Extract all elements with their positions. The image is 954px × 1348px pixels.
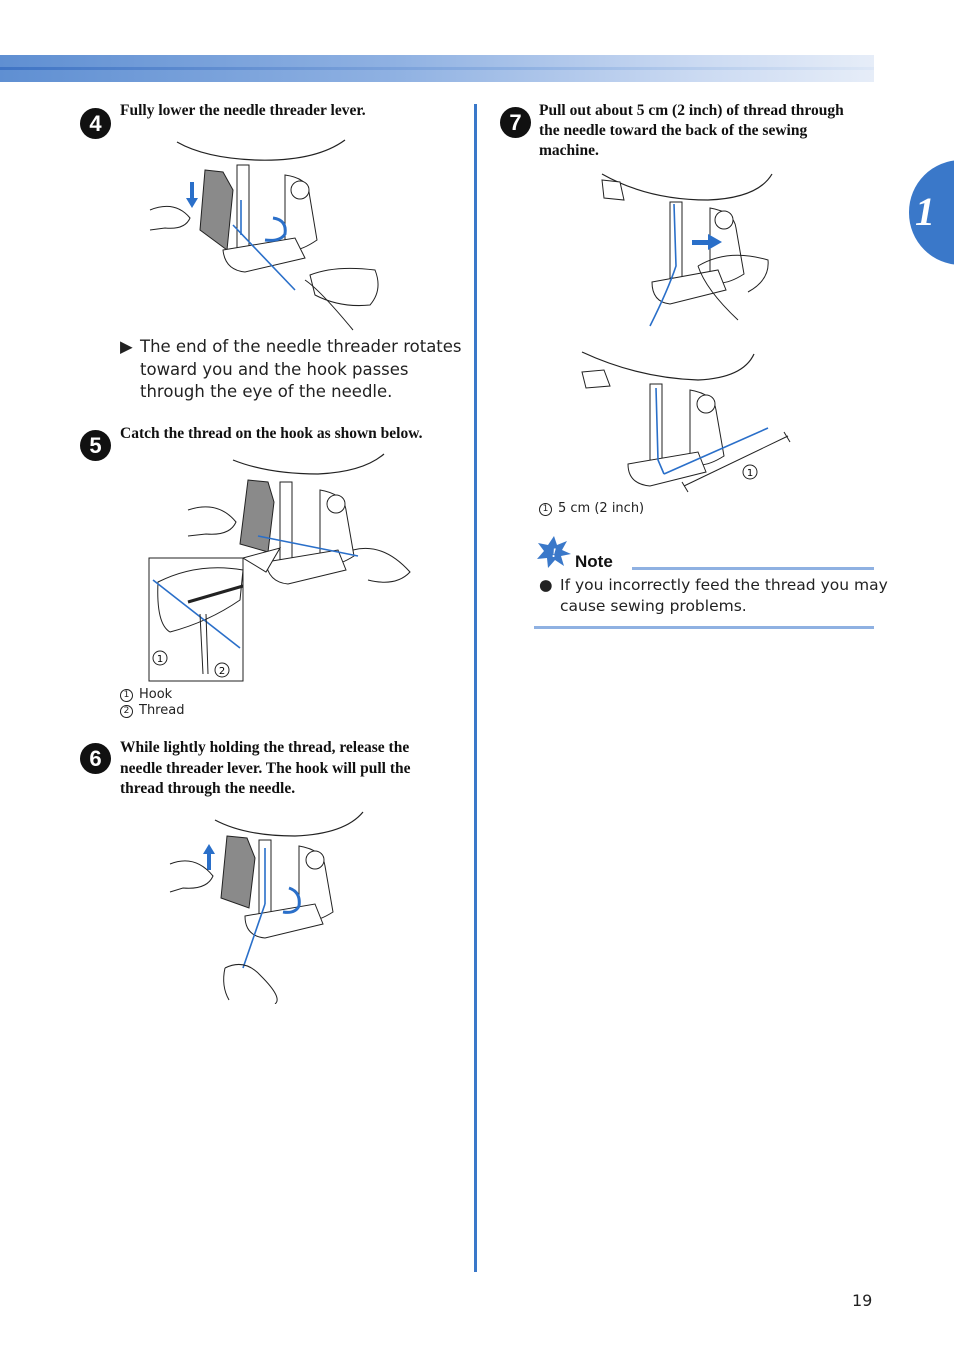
note-rule-bottom: [534, 626, 874, 629]
step-4-result-line-2: toward you and the hook passes: [140, 360, 409, 379]
note-title: Note: [575, 552, 613, 571]
step-7-instruction-line-3: machine.: [539, 142, 599, 159]
step-4-result-marker: ▶: [120, 337, 133, 356]
chapter-tab: 1: [909, 160, 954, 265]
legend-label-length: 5 cm (2 inch): [558, 501, 645, 516]
step-7-instruction-line-2: the needle toward the back of the sewing: [539, 122, 808, 139]
step-4-result-line-1: The end of the needle threader rotates: [140, 337, 462, 356]
svg-text:!: !: [551, 545, 556, 560]
step-number-4: 4: [80, 108, 111, 139]
step-number-6: 6: [80, 743, 111, 774]
callout-marker-2: 2: [120, 705, 133, 718]
lower-threader-lever-illustration: [149, 139, 379, 331]
step-7-instruction-line-1: Pull out about 5 cm (2 inch) of thread t…: [539, 102, 844, 119]
step-4-instruction: Fully lower the needle threader lever.: [120, 102, 366, 119]
svg-text:1: 1: [747, 468, 753, 479]
legend-label-thread: Thread: [139, 703, 185, 718]
step-5-instruction: Catch the thread on the hook as shown be…: [120, 425, 423, 442]
step-number-5: 5: [80, 430, 111, 461]
column-divider: [474, 104, 477, 1272]
pull-thread-illustration: [601, 173, 773, 327]
note-icon: !: [537, 536, 571, 568]
legend-item-hook: 1 Hook: [120, 687, 172, 703]
step-6-instruction-line-1: While lightly holding the thread, releas…: [120, 739, 410, 756]
step-4-result-line-3: through the eye of the needle.: [140, 382, 393, 401]
chapter-number: 1: [915, 189, 935, 234]
note-line-2: cause sewing problems.: [560, 597, 747, 615]
svg-text:2: 2: [219, 666, 225, 677]
header-band: [0, 55, 874, 82]
header-stripe: [0, 67, 874, 70]
thread-length-illustration: 1: [581, 351, 791, 493]
step-number-7: 7: [500, 107, 531, 138]
legend-item-thread: 2 Thread: [120, 703, 184, 719]
callout-marker-1: 1: [120, 689, 133, 702]
note-rule-top: [632, 567, 874, 570]
note-bullet: ●: [539, 576, 553, 594]
catch-thread-on-hook-illustration: 1 2: [148, 453, 411, 682]
release-threader-lever-illustration: [169, 811, 364, 1004]
page-number: 19: [852, 1291, 873, 1310]
note-line-1: If you incorrectly feed the thread you m…: [560, 576, 888, 594]
legend-label-hook: Hook: [139, 687, 173, 702]
callout-marker-1: 1: [539, 503, 552, 516]
step-6-instruction-line-3: thread through the needle.: [120, 780, 296, 797]
step-6-instruction-line-2: needle threader lever. The hook will pul…: [120, 760, 411, 777]
svg-text:1: 1: [157, 654, 163, 665]
legend-item-length: 1 5 cm (2 inch): [539, 501, 644, 517]
